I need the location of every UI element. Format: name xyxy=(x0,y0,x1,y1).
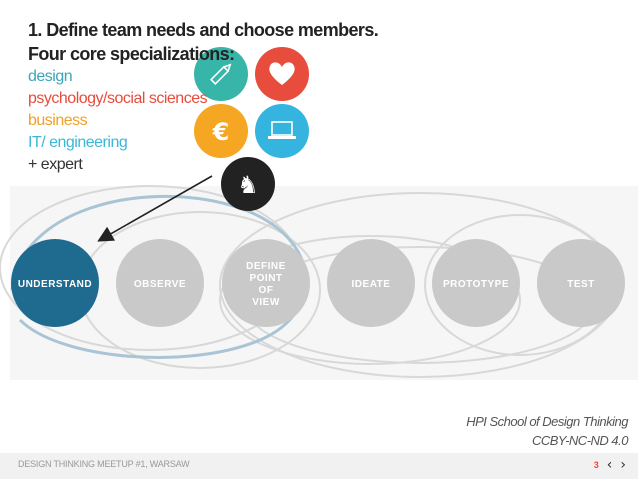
specialization-expert: + expert xyxy=(28,156,83,173)
phase-circle-understand xyxy=(11,239,99,327)
heading-line-1: 1. Define team needs and choose members. xyxy=(28,20,379,40)
phase-label-define-word: DEFINE xyxy=(246,261,286,272)
chess-knight-icon: ♞ xyxy=(237,171,259,199)
previous-slide-icon[interactable]: ‹ xyxy=(606,457,613,473)
specialization-icons: € ♞ xyxy=(194,47,309,211)
credits: HPI School of Design Thinking CCBY-NC-ND… xyxy=(466,412,628,450)
euro-icon-circle xyxy=(194,104,248,158)
phase-label-observe: OBSERVE xyxy=(134,279,186,290)
phase-label-test: TEST xyxy=(567,279,595,290)
phase-circle-ideate xyxy=(327,239,415,327)
euro-icon: € xyxy=(212,118,230,146)
footer-title: DESIGN THINKING MEETUP #1, WARSAW xyxy=(18,459,190,469)
specialization-it-engineering: IT/ engineering xyxy=(28,134,128,151)
phase-label-prototype: PROTOTYPE xyxy=(443,279,509,290)
phase-circle-observe xyxy=(116,239,204,327)
credits-school: HPI School of Design Thinking xyxy=(466,414,628,429)
phase-circles xyxy=(11,239,625,327)
specialization-psychology: psychology/social sciences xyxy=(28,90,208,107)
heading-block: 1. Define team needs and choose members.… xyxy=(28,18,379,176)
next-slide-icon[interactable]: › xyxy=(620,457,626,473)
pencil-icon-circle xyxy=(194,47,248,101)
laptop-icon-circle xyxy=(255,104,309,158)
phase-circle-prototype xyxy=(432,239,520,327)
slide-navigation: 3 ‹ › xyxy=(594,456,626,474)
footer-bar: DESIGN THINKING MEETUP #1, WARSAW 3 ‹ › xyxy=(0,453,638,479)
laptop-icon xyxy=(268,121,296,139)
specialization-business: business xyxy=(28,112,88,129)
phase-label-ideate: IDEATE xyxy=(352,279,391,290)
heart-icon xyxy=(269,62,295,85)
phase-label-understand: UNDERSTAND xyxy=(18,279,92,290)
specialization-design: design xyxy=(28,68,73,85)
phase-label-define-word: POINT xyxy=(249,273,282,284)
phase-circle-define xyxy=(222,239,310,327)
credits-license: CCBY-NC-ND 4.0 xyxy=(531,433,629,448)
ellipse-define-ideate xyxy=(219,235,521,365)
page-number: 3 xyxy=(593,460,599,470)
pointer-arrow xyxy=(97,175,213,242)
phase-circle-test xyxy=(537,239,625,327)
chess-knight-icon-circle xyxy=(221,157,275,211)
phase-label-define-word: OF xyxy=(259,285,274,296)
phase-label-define-word: VIEW xyxy=(252,297,280,308)
pencil-icon xyxy=(209,63,232,86)
heading-line-2: Four core specializations: xyxy=(28,44,235,64)
